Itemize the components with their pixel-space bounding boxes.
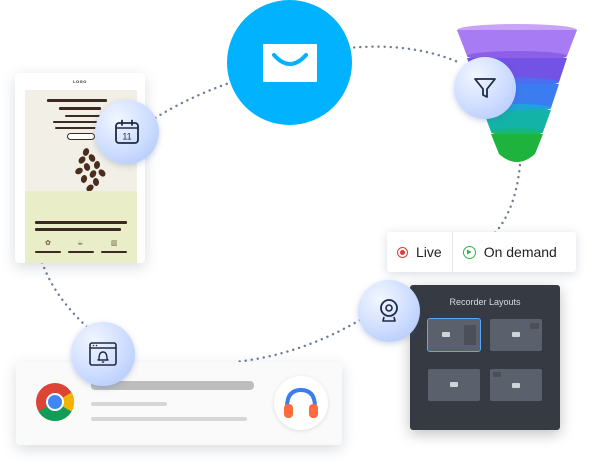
- filter-badge[interactable]: [454, 57, 516, 119]
- schedule-badge[interactable]: 11: [95, 100, 159, 164]
- filter-icon: [474, 78, 496, 98]
- layout-option-1[interactable]: [427, 318, 481, 352]
- headphones-icon: [284, 387, 318, 418]
- on-demand-label: On demand: [483, 244, 557, 260]
- recorder-layouts-panel: Recorder Layouts: [410, 285, 560, 430]
- newsletter-logo: LOGO: [73, 79, 87, 84]
- envelope-icon: [262, 43, 317, 82]
- calendar-day: 11: [122, 132, 131, 142]
- layout-option-2[interactable]: [490, 319, 542, 351]
- push-notification-badge[interactable]: [71, 322, 135, 386]
- layout-option-4[interactable]: [490, 369, 542, 401]
- on-demand-option[interactable]: On demand: [453, 232, 567, 272]
- browser-bell-icon: [89, 342, 117, 366]
- play-icon: [462, 245, 476, 259]
- push-notification-preview[interactable]: [16, 362, 342, 445]
- divider: [451, 232, 453, 272]
- layout-option-3[interactable]: [428, 369, 480, 401]
- newsletter-body-section: ✿ ☕ ▥: [25, 191, 137, 263]
- calendar-icon: 11: [115, 119, 139, 144]
- notification-title-placeholder: [91, 381, 254, 390]
- notification-avatar: [274, 376, 328, 430]
- live-option[interactable]: Live: [387, 232, 452, 272]
- webcam-badge[interactable]: [358, 280, 420, 342]
- chrome-icon: [36, 383, 75, 422]
- webcam-icon: [380, 299, 398, 322]
- recorder-title: Recorder Layouts: [449, 297, 521, 307]
- conversion-funnel: [455, 24, 580, 174]
- stream-mode-selector: Live On demand: [387, 232, 576, 272]
- notification-text-placeholder: [91, 402, 167, 406]
- getresponse-logo: [227, 0, 352, 125]
- live-record-icon: [397, 246, 408, 258]
- notification-text-placeholder: [91, 417, 247, 421]
- live-label: Live: [416, 244, 442, 260]
